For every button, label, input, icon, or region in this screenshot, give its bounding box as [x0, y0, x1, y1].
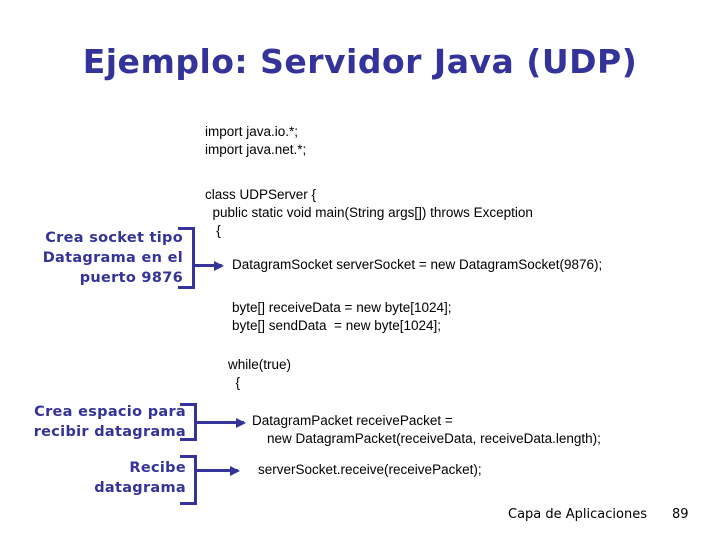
code-line-receive-call: serverSocket.receive(receivePacket);	[258, 462, 482, 477]
code-line-while-loop: while(true) {	[228, 357, 292, 390]
footer-chapter-label: Capa de Aplicaciones	[508, 507, 647, 522]
code-line-create-socket: DatagramSocket serverSocket = new Datagr…	[232, 257, 603, 272]
footer-page-number: 89	[672, 507, 689, 522]
callout-label-create-buffer: Crea espacio para recibir datagrama	[33, 404, 186, 440]
callout-bracket-receive-datagram	[180, 455, 197, 505]
callout-bracket-create-socket	[178, 227, 195, 289]
callout-bracket-create-buffer	[180, 403, 197, 441]
callout-label-receive-datagram: Recibe datagrama	[94, 460, 186, 496]
code-line-class-header: class UDPServer { public static void mai…	[205, 187, 533, 238]
page-title: Ejemplo: Servidor Java (UDP)	[82, 42, 638, 81]
callout-arrow-create-buffer	[196, 417, 246, 428]
code-line-imports: import java.io.*; import java.net.*;	[205, 124, 307, 157]
callout-arrow-create-socket	[194, 260, 224, 271]
callout-arrow-receive-datagram	[196, 465, 240, 476]
code-line-buffers: byte[] receiveData = new byte[1024]; byt…	[232, 300, 452, 333]
callout-label-create-socket: Crea socket tipo Datagrama en el puerto …	[42, 230, 183, 286]
code-line-receive-packet-decl: DatagramPacket receivePacket = new Datag…	[252, 413, 601, 446]
